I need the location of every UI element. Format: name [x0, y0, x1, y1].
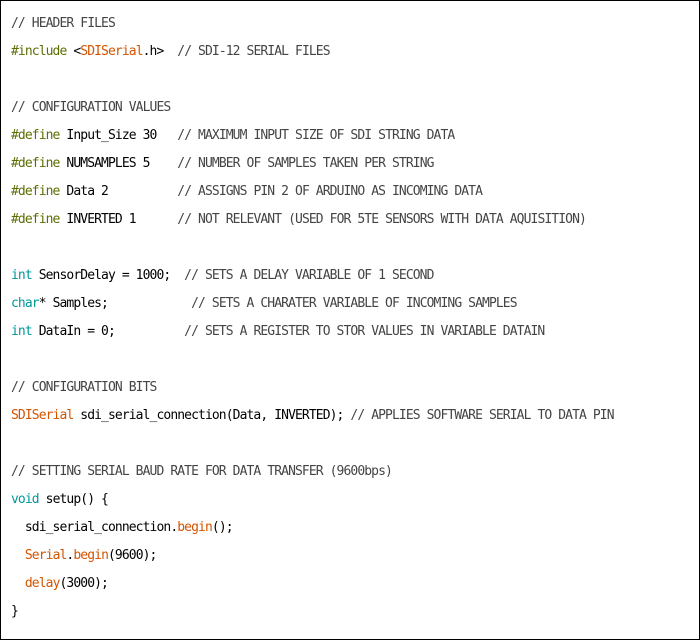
function-name-token: begin [177, 520, 213, 535]
comment-token: // SETS A DELAY VARIABLE OF 1 SECOND [184, 268, 434, 283]
blank-line [11, 346, 614, 374]
code-line: #define Data 2 // ASSIGNS PIN 2 OF ARDUI… [11, 178, 614, 206]
code-line: Serial.begin(9600); [11, 542, 614, 570]
code-line: void setup() { [11, 486, 614, 514]
function-name-token: delay [24, 576, 61, 591]
code-text-token: * Samples; [38, 296, 192, 311]
comment-token: // CONFIGURATION BITS [11, 380, 157, 395]
comment-token: // SETS A CHARATER VARIABLE OF INCOMING … [191, 296, 517, 311]
comment-token: // ASSIGNS PIN 2 OF ARDUINO AS INCOMING … [177, 184, 483, 199]
code-text-token [11, 548, 25, 563]
blank-line [11, 234, 614, 262]
preprocessor-token: #define [11, 128, 60, 143]
preprocessor-token: #include [11, 44, 67, 59]
comment-token: // HEADER FILES [11, 16, 116, 31]
comment-token: // SETTING SERIAL BAUD RATE FOR DATA TRA… [11, 464, 393, 479]
keyword-token: void [11, 492, 40, 507]
code-line: } [11, 598, 614, 626]
code-text-token: setup() { [38, 492, 109, 507]
preprocessor-token: #define [11, 156, 60, 171]
class-name-token: Serial [24, 548, 67, 563]
class-name-token: SDISerial [80, 44, 143, 59]
code-text-token: (); [211, 520, 234, 535]
code-line: #include <SDISerial.h> // SDI-12 SERIAL … [11, 38, 614, 66]
comment-token: // CONFIGURATION VALUES [11, 100, 171, 115]
keyword-token: int [11, 268, 33, 283]
code-text-token: NUMSAMPLES 5 [59, 156, 178, 171]
class-name-token: SDISerial [11, 408, 74, 423]
code-text-token: SensorDelay = 1000; [31, 268, 185, 283]
blank-line [11, 430, 614, 458]
code-line: #define NUMSAMPLES 5 // NUMBER OF SAMPLE… [11, 150, 614, 178]
preprocessor-token: #define [11, 212, 60, 227]
comment-token: // NUMBER OF SAMPLES TAKEN PER STRING [177, 156, 434, 171]
keyword-token: char [11, 296, 40, 311]
code-line: char* Samples; // SETS A CHARATER VARIAB… [11, 290, 614, 318]
code-text-token: sdi_serial_connection(Data, INVERTED); [73, 408, 351, 423]
preprocessor-token: #define [11, 184, 60, 199]
comment-token: // APPLIES SOFTWARE SERIAL TO DATA PIN [350, 408, 614, 423]
code-text-token: } [11, 604, 19, 619]
code-text-token: .h> [142, 44, 178, 59]
code-text-token: Data 2 [59, 184, 178, 199]
code-line: // CONFIGURATION VALUES [11, 94, 614, 122]
comment-token: // MAXIMUM INPUT SIZE OF SDI STRING DATA [177, 128, 455, 143]
code-line: SDISerial sdi_serial_connection(Data, IN… [11, 402, 615, 430]
code-text-token [11, 576, 25, 591]
code-line: // SETTING SERIAL BAUD RATE FOR DATA TRA… [11, 458, 614, 486]
code-line: // HEADER FILES [11, 10, 614, 38]
code-line: #define INVERTED 1 // NOT RELEVANT (USED… [11, 206, 614, 234]
code-line: int DataIn = 0; // SETS A REGISTER TO ST… [11, 318, 614, 346]
code-text-token: < [66, 44, 81, 59]
code-line: delay(3000); [11, 570, 614, 598]
code-text-token: (9600); [108, 548, 157, 563]
code-line: sdi_serial_connection.begin(); [11, 514, 614, 542]
code-line: #define Input_Size 30 // MAXIMUM INPUT S… [11, 122, 614, 150]
comment-token: // SETS A REGISTER TO STOR VALUES IN VAR… [184, 324, 545, 339]
code-listing: // HEADER FILES#include <SDISerial.h> //… [11, 10, 615, 626]
code-text-token: INVERTED 1 [59, 212, 178, 227]
code-text-token: (3000); [59, 576, 109, 591]
code-line: int SensorDelay = 1000; // SETS A DELAY … [11, 262, 614, 290]
blank-line [11, 66, 614, 94]
comment-token: // NOT RELEVANT (USED FOR 5TE SENSORS WI… [177, 212, 587, 227]
code-text-token: sdi_serial_connection. [11, 520, 178, 535]
function-name-token: begin [73, 548, 109, 563]
code-text-token: DataIn = 0; [31, 324, 185, 339]
code-line: // CONFIGURATION BITS [11, 374, 614, 402]
comment-token: // SDI-12 SERIAL FILES [177, 44, 330, 59]
code-text-token: Input_Size 30 [59, 128, 178, 143]
code-text-token: . [66, 548, 74, 563]
keyword-token: int [11, 324, 33, 339]
